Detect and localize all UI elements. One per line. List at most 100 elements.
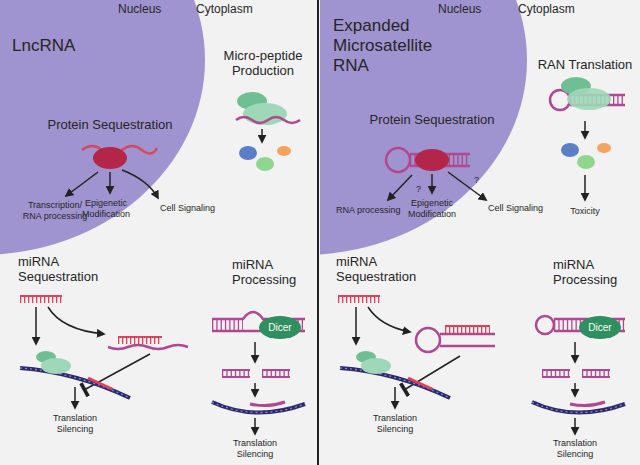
mrna: [532, 402, 625, 413]
arrow: [584, 175, 586, 200]
mirna: [20, 296, 62, 300]
nucleus-region: [320, 0, 527, 255]
arrow: [36, 307, 104, 344]
ribosome: [36, 351, 71, 374]
arrow: [254, 342, 256, 362]
ribosome: [41, 358, 71, 374]
mirna-fragment: [262, 371, 290, 377]
process-label: miRNA Processing: [232, 257, 312, 288]
process-label: miRNA Sequestration: [18, 254, 113, 285]
micro-peptide: [239, 146, 291, 171]
arrow: [431, 174, 433, 193]
enzyme-blob: Dicer: [259, 316, 301, 339]
enzyme-label: Dicer: [588, 322, 611, 333]
mirna: [338, 297, 380, 303]
question-mark: ?: [474, 175, 484, 186]
arrow: [574, 342, 576, 362]
outcome-label: RNA processing: [336, 205, 402, 216]
process-label: Micro-peptide Production: [213, 48, 313, 79]
arrow: [122, 170, 158, 198]
region-label: Cytoplasm: [518, 2, 588, 16]
ribosome: [237, 92, 287, 125]
mrna: [532, 402, 625, 413]
microsatellite-hairpin: [386, 148, 410, 172]
microsatellite-sponge: [416, 326, 495, 352]
lncrna-sponge: [118, 336, 162, 338]
outcome-label: Transcription/ RNA processing: [18, 200, 93, 221]
microsatellite-hairpin: [386, 148, 470, 172]
microsatellite-sponge: [445, 325, 490, 327]
arrow: [388, 172, 486, 200]
micro-peptide: [256, 157, 274, 171]
mirna-fragment: [542, 370, 610, 377]
lncrna-duplex: [212, 320, 243, 330]
mirna: [20, 295, 62, 297]
mirna-fragment: [542, 371, 570, 377]
enzyme-blob: Dicer: [579, 316, 621, 339]
arrow: [109, 172, 111, 193]
ran-peptide: [597, 143, 611, 153]
arrow: [254, 383, 256, 396]
micro-peptide: [239, 146, 257, 160]
mrna: [212, 402, 305, 413]
mrna: [212, 402, 305, 413]
lncrna-sponge: [108, 337, 188, 349]
ran-peptide: [561, 143, 611, 169]
arrow: [66, 170, 158, 198]
outcome-label: Translation Silencing: [40, 413, 110, 434]
mrna: [570, 402, 605, 406]
micro-peptide: [277, 146, 291, 156]
outcome-label: Epigenetic Modification: [76, 198, 136, 219]
ribosome: [356, 351, 391, 374]
process-label: miRNA Processing: [553, 257, 633, 288]
outcome-label: Toxicity: [560, 206, 610, 217]
process-label: Protein Sequestration: [357, 112, 507, 127]
mirna: [338, 296, 380, 300]
microsatellite-sponge: [416, 328, 440, 352]
microsatellite-sponge: [440, 345, 495, 348]
arrow: [356, 307, 410, 344]
mrna: [532, 402, 625, 413]
ribosome: [361, 358, 391, 374]
region-label: Nucleus: [118, 2, 178, 16]
arrow: [35, 307, 37, 344]
arrow: [254, 418, 256, 434]
outcome-label: Cell Signaling: [488, 203, 558, 214]
nucleus-region: [0, 0, 205, 255]
arrow: [394, 387, 396, 408]
mirna-fragment: [222, 371, 250, 377]
process-label: RAN Translation: [530, 57, 640, 72]
sequestered-protein: [93, 147, 127, 169]
arrow: [261, 129, 263, 142]
arrow: [74, 387, 76, 408]
mrna: [408, 378, 432, 389]
lncrna-sponge: [118, 338, 162, 344]
arrow: [584, 121, 586, 138]
ran-peptide: [577, 155, 595, 169]
microsatellite-sponge: [445, 327, 490, 333]
arrow: [368, 307, 410, 332]
region-label: Cytoplasm: [196, 2, 266, 16]
panel-title: Expanded Microsatellite RNA: [333, 16, 458, 76]
outcome-label: Translation Silencing: [220, 438, 290, 459]
panel-divider: [317, 0, 319, 465]
mrna: [250, 402, 285, 406]
enzyme-label: Dicer: [268, 322, 291, 333]
mirna-fragment: [222, 370, 290, 377]
outcome-label: Translation Silencing: [360, 413, 430, 434]
sequestered-protein: [415, 149, 449, 171]
mirna: [338, 295, 380, 297]
mrna: [88, 378, 112, 389]
ribosome: [561, 77, 611, 110]
mirna: [20, 297, 62, 303]
region-label: Nucleus: [438, 2, 498, 16]
arrow: [574, 383, 576, 396]
outcome-label: Cell Signaling: [160, 203, 230, 214]
microsatellite-hairpin: [536, 316, 554, 334]
arrow: [448, 172, 486, 200]
process-label: Protein Sequestration: [35, 117, 185, 132]
process-label: miRNA Sequestration: [336, 254, 431, 285]
arrow: [388, 175, 412, 200]
lncrna-sponge: [108, 345, 188, 349]
